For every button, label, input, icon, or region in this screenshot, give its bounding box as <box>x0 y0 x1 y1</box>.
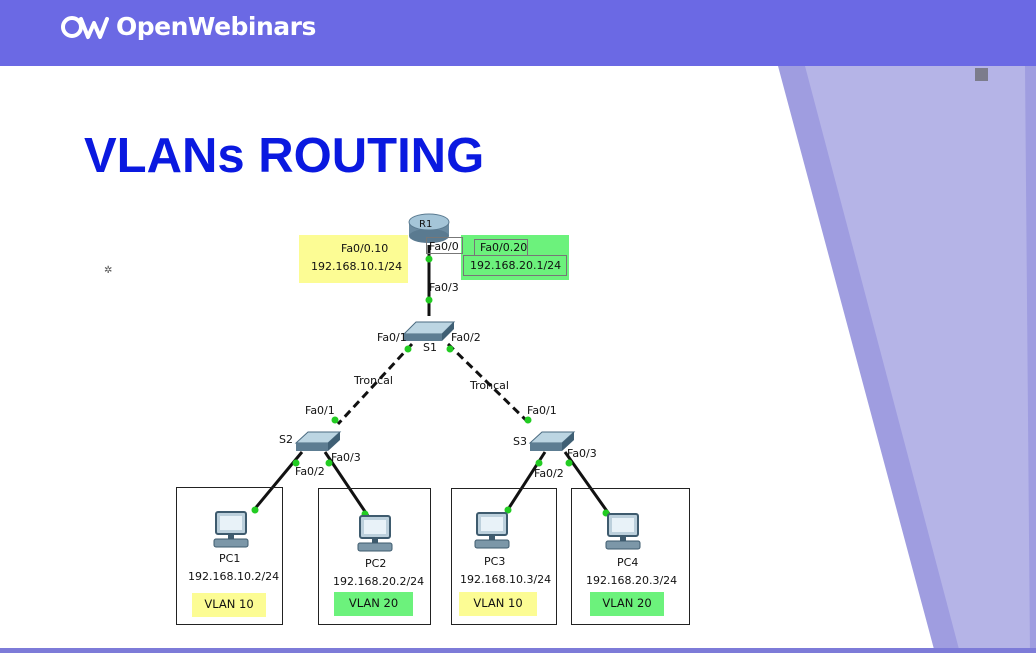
pc1-name: PC1 <box>219 552 241 565</box>
subif20-ip-box <box>463 255 567 276</box>
pc1-vlan-tag: VLAN 10 <box>192 593 266 617</box>
trunk-s1-s2 <box>336 342 414 426</box>
pc4-vlan-tag: VLAN 20 <box>590 592 664 616</box>
pc2-ip: 192.168.20.2/24 <box>333 575 425 588</box>
pc4-computer-icon[interactable] <box>604 512 642 554</box>
trunk-s1-s3 <box>446 342 532 426</box>
slide-decoration <box>778 66 1036 653</box>
subif10-name: Fa0/0.10 <box>341 242 389 255</box>
router-port-label: Fa0/0 <box>429 240 459 253</box>
slide-canvas: VLANs ROUTING ✲ <box>0 66 1036 653</box>
pc3-vlan-tag: VLAN 10 <box>459 592 537 616</box>
subinterface-20-box <box>461 235 569 280</box>
pc4-ip: 192.168.20.3/24 <box>586 574 678 587</box>
pc3-ip: 192.168.10.3/24 <box>460 573 552 586</box>
brand-logo[interactable]: OpenWebinars <box>60 12 316 41</box>
router-port-box <box>426 237 463 254</box>
trunk-left-label: Troncal <box>354 374 393 387</box>
router-r1-label: R1 <box>419 219 433 230</box>
pc3-computer-icon[interactable] <box>473 511 511 553</box>
subif10-ip: 192.168.10.1/24 <box>311 260 403 273</box>
router-r1-icon <box>408 213 450 243</box>
trunk-right-label: Troncal <box>470 379 509 392</box>
pc1-computer-icon[interactable] <box>212 510 250 552</box>
switch-s2-icon <box>294 431 342 451</box>
pc1-frame <box>176 487 283 625</box>
pc4-name: PC4 <box>617 556 639 569</box>
switch-s2-label: S2 <box>279 433 293 446</box>
s2-left-port-label: Fa0/2 <box>295 465 325 478</box>
pc4-frame <box>571 488 690 625</box>
pc2-computer-icon[interactable] <box>356 514 394 556</box>
pc3-name: PC3 <box>484 555 506 568</box>
s1-up-port-label: Fa0/3 <box>429 281 459 294</box>
switch-s3-icon <box>528 431 576 451</box>
header-bar: OpenWebinars <box>0 0 1036 66</box>
openwebinars-logo-icon <box>61 15 109 39</box>
loading-cursor-icon: ✲ <box>104 265 113 276</box>
s1-left-port-label: Fa0/1 <box>377 331 407 344</box>
s3-right-port-label: Fa0/3 <box>567 447 597 460</box>
s2-up-port-label: Fa0/1 <box>305 404 335 417</box>
bottom-accent-line <box>0 648 1036 653</box>
subif20-ip: 192.168.20.1/24 <box>470 259 562 272</box>
pc2-frame <box>318 488 431 625</box>
subif20-name: Fa0/0.20 <box>480 241 528 254</box>
pc1-ip: 192.168.10.2/24 <box>188 570 280 583</box>
s3-up-port-label: Fa0/1 <box>527 404 557 417</box>
pc2-vlan-tag: VLAN 20 <box>334 592 413 616</box>
grid-icon[interactable] <box>975 68 988 81</box>
pc3-frame <box>451 488 557 625</box>
pc2-name: PC2 <box>365 557 387 570</box>
s2-right-port-label: Fa0/3 <box>331 451 361 464</box>
switch-s1-icon <box>402 321 456 341</box>
s3-left-port-label: Fa0/2 <box>534 467 564 480</box>
switch-s3-label: S3 <box>513 435 527 448</box>
slide-title: VLANs ROUTING <box>84 129 485 183</box>
subinterface-10-box <box>299 235 408 283</box>
brand-name: OpenWebinars <box>116 12 316 41</box>
switch-s1-label: S1 <box>423 341 437 354</box>
s1-right-port-label: Fa0/2 <box>451 331 481 344</box>
